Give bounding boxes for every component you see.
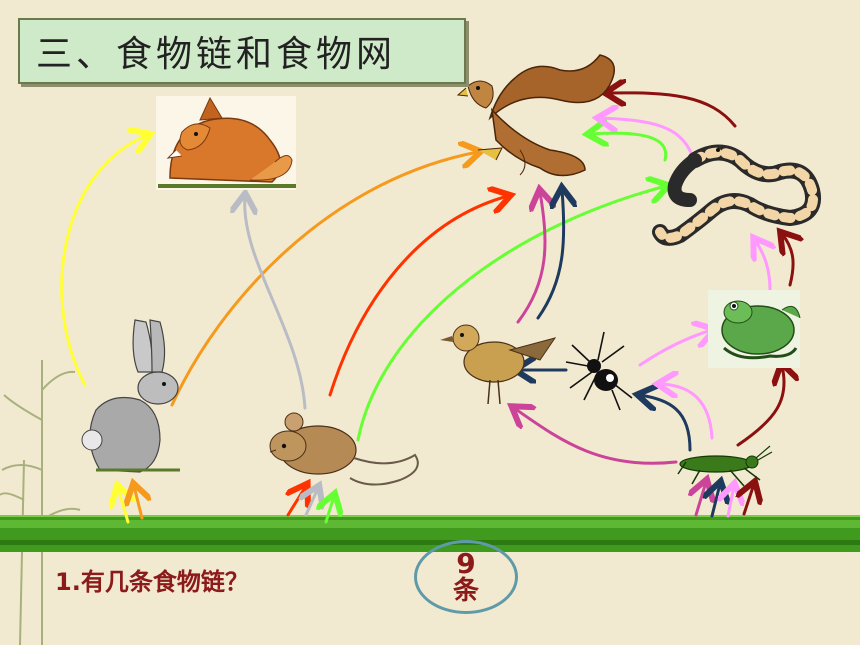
arrow-grass-grasshopper-pink (728, 486, 734, 518)
arrow-grass-mouse-red (288, 486, 306, 517)
question-text: 1.有几条食物链？ (55, 568, 249, 596)
food-web-arrows (60, 93, 793, 524)
arrow-grass-grasshopper-magenta (696, 482, 706, 517)
arrow-grasshopper-bird (514, 408, 678, 465)
arrow-bird-eagle-magenta (516, 192, 545, 324)
arrow-rabbit-eagle (170, 152, 478, 407)
eagle-illustration (456, 54, 615, 177)
arrow-grasshopper-spider-pink (660, 384, 714, 440)
arrow-grass-rabbit-orange (134, 486, 142, 520)
arrow-mouse-snake (356, 186, 666, 442)
bird-illustration (440, 324, 557, 405)
arrow-frog-snake-maroon (782, 234, 793, 287)
fox-illustration (156, 96, 296, 190)
arrow-bird-eagle-navy (536, 190, 564, 320)
arrow-grasshopper-frog (736, 366, 784, 447)
arrow-snake-eagle-maroon (608, 93, 737, 128)
mouse-illustration (269, 412, 419, 486)
grass-ground (0, 515, 860, 552)
arrow-snake-eagle-green (590, 133, 668, 162)
arrow-frog-snake-pink (755, 240, 770, 292)
arrow-grass-mouse-green (326, 496, 334, 524)
arrow-grass-grasshopper-navy (712, 484, 720, 518)
answer-unit: 条 (452, 576, 479, 607)
slide-title: 三、食物链和食物网 (18, 18, 466, 84)
arrow-mouse-fox (245, 196, 307, 410)
arrow-grass-mouse-gray (306, 488, 318, 517)
bamboo-decoration (0, 360, 81, 645)
arrow-grasshopper-spider-navy (640, 395, 692, 452)
snake-illustration (652, 144, 821, 246)
rabbit-illustration (81, 319, 180, 473)
arrow-spider-frog (638, 330, 712, 367)
spider-illustration (565, 331, 633, 411)
arrow-mouse-eagle (328, 196, 508, 397)
arrow-rabbit-fox (60, 135, 148, 387)
grasshopper-illustration (677, 445, 773, 487)
answer-number: 9 (456, 546, 476, 580)
arrow-snake-eagle-pink (600, 118, 694, 157)
answer-oval: 9 条 (414, 540, 518, 614)
arrow-grass-grasshopper-maroon (744, 484, 754, 516)
frog-illustration (708, 290, 801, 368)
